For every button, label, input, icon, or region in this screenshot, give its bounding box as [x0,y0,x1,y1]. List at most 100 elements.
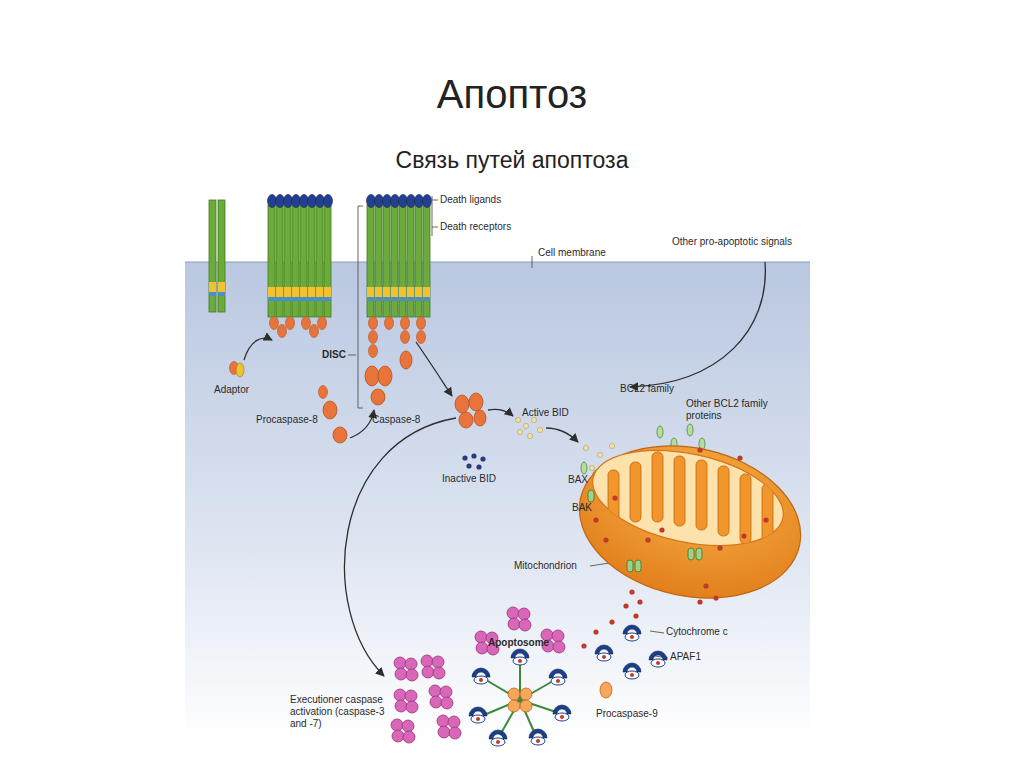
illustration-part [417,331,426,344]
illustration-part [415,205,422,317]
illustration-part [401,317,410,330]
callout-label: Death receptors [440,221,511,233]
illustration-part [588,490,594,502]
illustration-part [484,662,556,735]
illustration-part [529,729,547,745]
callout-label: Active BID [522,407,569,419]
illustration-part [375,205,382,317]
illustration-part [741,533,746,538]
illustration-part [276,205,283,317]
illustration-part [358,206,363,408]
illustration-part [471,453,476,458]
illustration-part [466,463,471,468]
illustration-part [369,345,378,358]
illustration-part [292,195,301,208]
illustration-part [300,195,309,208]
pathway-arrows [244,262,765,676]
procaspase-8 [230,362,348,444]
illustration-part [633,613,638,618]
disc-complex [365,195,432,406]
illustration-part [637,599,642,604]
illustration-part [369,317,378,330]
illustration-part [270,317,279,330]
illustration-part [268,195,277,208]
illustration-part [537,427,542,432]
illustration-part [583,445,588,450]
callout-label: Cytochrome c [666,626,728,638]
illustration-part [520,681,553,700]
illustration-part [367,195,376,208]
illustration-part [549,669,567,685]
illustration-part [278,325,287,338]
illustration-part [469,707,487,723]
illustration-part [520,700,535,734]
illustration-part [437,715,461,739]
illustration-part [284,195,293,208]
illustration-part [416,342,452,396]
illustration-part [674,456,685,526]
illustration-part [649,651,667,667]
illustration-part [318,317,327,330]
illustration-part [333,427,347,443]
illustration-part [507,607,531,631]
illustration-part [310,325,319,338]
illustration-part [531,417,536,422]
illustration-part [323,401,337,419]
illustration-part [565,426,815,617]
illustration-part [365,366,379,386]
illustration-part [523,423,528,428]
illustration-part [476,464,481,469]
illustration-part [391,205,398,317]
illustration-part [527,433,532,438]
illustration-part [718,466,729,536]
illustration-part [740,474,751,544]
illustration-part [367,205,374,317]
illustration-part [268,205,275,317]
illustration-part [697,599,702,604]
slide-title: Апоптоз [0,70,1024,118]
illustration-part [609,443,614,448]
illustration-part [546,428,578,442]
illustration-part [472,668,490,684]
callout-label: Procaspase-9 [596,708,658,720]
illustration-part [603,537,608,542]
callout-label: Cell membrane [538,247,606,259]
illustration-part [520,700,556,712]
illustration-part [348,355,356,356]
illustration-part [399,195,408,208]
illustration-part [488,409,513,416]
illustration-part [696,548,702,560]
illustration-part [652,452,663,522]
callout-label: Inactive BID [442,473,496,485]
illustration-part [308,195,317,208]
illustration-part [394,689,418,713]
illustration-part [400,351,412,369]
illustration-part [584,435,792,561]
free-receptor [209,200,225,312]
illustration-part [383,205,390,317]
illustration-part [508,700,520,712]
callout-label: Other BCL2 family proteins [686,398,772,422]
illustration-part [511,649,529,665]
cytoplasm [185,262,810,742]
illustration-part [553,705,571,721]
mitochondrion [565,426,815,617]
callout-label: Apoptosome [488,637,549,649]
illustration-part [423,205,430,317]
illustration-part [635,560,641,572]
illustration-part [520,688,532,700]
illustration-part [581,643,586,648]
illustration-part [469,393,483,411]
illustration-part [421,655,445,679]
illustration-part [713,595,718,600]
illustration-part [623,625,641,641]
illustration-part [300,205,307,317]
illustration-part [517,429,522,434]
illustration-part [763,517,768,522]
illustration-part [324,205,331,317]
illustration-part [319,386,328,399]
apoptosome [469,649,571,746]
illustration-part [459,412,473,428]
illustration-part [308,205,315,317]
